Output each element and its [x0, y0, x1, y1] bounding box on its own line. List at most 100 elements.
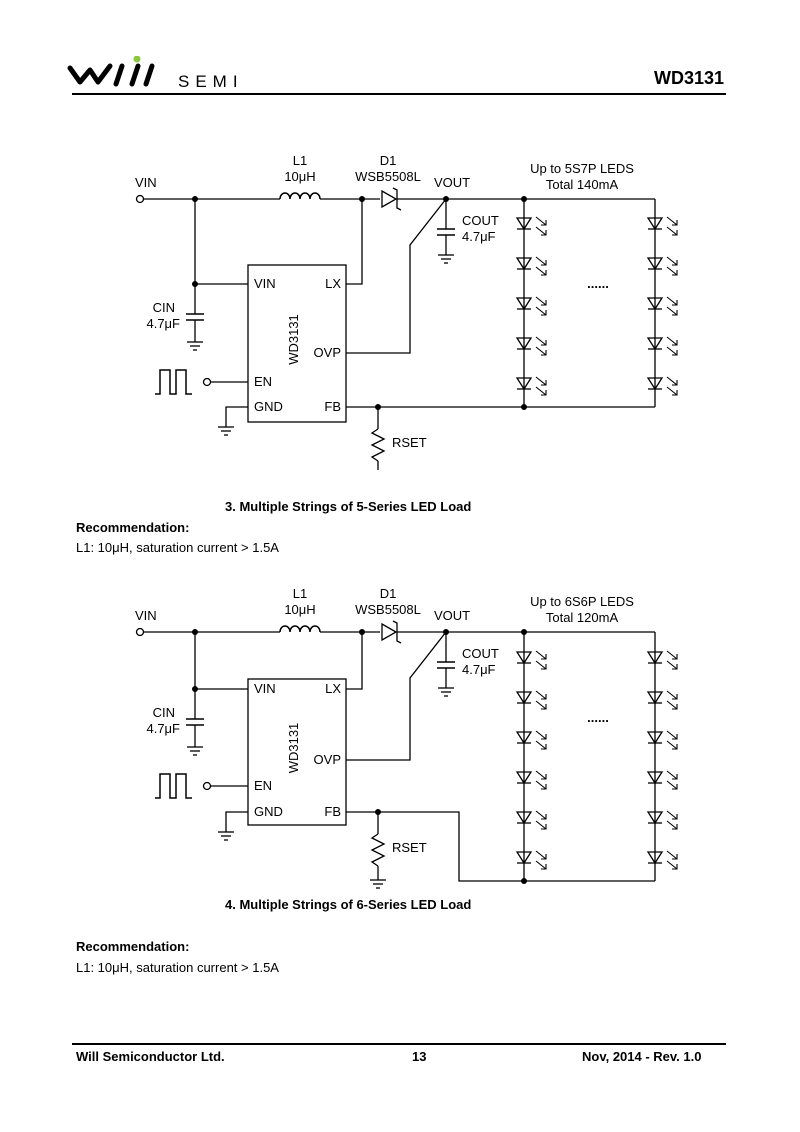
vin-label: VIN	[135, 608, 157, 623]
vin-terminal	[135, 194, 145, 204]
inductor-l1-icon	[279, 625, 321, 633]
rset-label: RSET	[392, 840, 427, 855]
pin-fb-label: FB	[324, 804, 341, 819]
led-icon	[646, 376, 678, 396]
led-icon	[646, 810, 678, 830]
vin-pin-wire	[194, 199, 248, 285]
l1-value: 10μH	[284, 602, 315, 617]
led-icon	[515, 256, 547, 276]
led-array-title: Up to 5S7P LEDS	[530, 161, 634, 176]
led-icon	[515, 770, 547, 790]
led-array-title: Up to 6S6P LEDS	[530, 594, 634, 609]
ellipsis-more-strings: ......	[587, 276, 609, 291]
cout-value: 4.7μF	[462, 662, 496, 677]
ground-icon	[218, 426, 234, 436]
pin-lx-label: LX	[325, 681, 341, 696]
resistor-rset-icon	[370, 833, 386, 867]
led-icon	[646, 216, 678, 236]
recommendation-title-1: Recommendation:	[76, 520, 190, 535]
wd3131-chip	[247, 264, 347, 423]
footer-rule	[72, 1043, 726, 1045]
pin-vin-label: VIN	[254, 681, 276, 696]
lx-wire	[346, 632, 363, 690]
cout-label: COUT	[462, 646, 499, 661]
l1-label: L1	[293, 586, 307, 601]
company-logo	[67, 56, 155, 87]
cout-value: 4.7μF	[462, 229, 496, 244]
fb-return-rail	[378, 811, 655, 882]
led-icon	[646, 296, 678, 316]
d1-label: D1	[380, 586, 397, 601]
pwm-signal-icon	[155, 773, 192, 799]
lx-wire	[346, 199, 363, 285]
ovp-wire	[346, 198, 447, 354]
led-icon	[515, 296, 547, 316]
d1-part-number: WSB5508L	[355, 602, 421, 617]
ellipsis-more-strings: ......	[587, 710, 609, 725]
led-icon	[646, 690, 678, 710]
pin-en-label: EN	[254, 778, 272, 793]
ground-icon	[438, 687, 454, 697]
pin-ovp-label: OVP	[314, 752, 341, 767]
en-terminal	[202, 377, 212, 387]
figure-caption-4: 4. Multiple Strings of 6-Series LED Load	[225, 897, 472, 912]
led-icon	[515, 730, 547, 750]
led-icon	[646, 650, 678, 670]
rset-label: RSET	[392, 435, 427, 450]
led-icon	[515, 810, 547, 830]
pwm-signal-icon	[155, 369, 192, 395]
led-array-current: Total 120mA	[546, 610, 619, 625]
pin-fb-label: FB	[324, 399, 341, 414]
led-icon	[646, 730, 678, 750]
l1-label: L1	[293, 153, 307, 168]
document-title: WD3131	[653, 68, 724, 88]
ground-icon	[187, 341, 203, 351]
recommendation-text-2: L1: 10μH, saturation current > 1.5A	[76, 960, 279, 975]
led-icon	[646, 770, 678, 790]
cin-label: CIN	[153, 300, 175, 315]
led-icon	[515, 650, 547, 670]
ground-icon	[370, 879, 386, 889]
logo-dot-icon	[133, 56, 141, 63]
gnd-wire	[225, 406, 248, 427]
pin-ovp-label: OVP	[314, 345, 341, 360]
diode-d1-icon	[381, 622, 398, 642]
pin-lx-label: LX	[325, 276, 341, 291]
d1-label: D1	[380, 153, 397, 168]
led-array-current: Total 140mA	[546, 177, 619, 192]
pin-gnd-label: GND	[254, 399, 283, 414]
chip-name: WD3131	[286, 723, 301, 774]
diode-d1-icon	[381, 189, 398, 209]
cin-value: 4.7μF	[146, 316, 180, 331]
cout-label: COUT	[462, 213, 499, 228]
led-icon	[515, 216, 547, 236]
d1-part-number: WSB5508L	[355, 169, 421, 184]
footer-company: Will Semiconductor Ltd.	[76, 1049, 225, 1064]
header-rule	[72, 93, 726, 95]
inductor-l1-icon	[279, 192, 321, 200]
chip-name: WD3131	[286, 314, 301, 365]
l1-value: 10μH	[284, 169, 315, 184]
vout-label: VOUT	[434, 608, 470, 623]
ground-icon	[187, 746, 203, 756]
led-icon	[646, 256, 678, 276]
led-icon	[646, 850, 678, 870]
ground-icon	[218, 831, 234, 841]
cin-value: 4.7μF	[146, 721, 180, 736]
led-icon	[515, 850, 547, 870]
led-icon	[515, 690, 547, 710]
gnd-wire	[225, 811, 248, 832]
ovp-wire	[346, 631, 447, 761]
led-icon	[515, 376, 547, 396]
pin-gnd-label: GND	[254, 804, 283, 819]
recommendation-title-2: Recommendation:	[76, 939, 190, 954]
wd3131-chip	[247, 678, 347, 826]
led-icon	[515, 336, 547, 356]
vin-label: VIN	[135, 175, 157, 190]
pin-vin-label: VIN	[254, 276, 276, 291]
ground-icon	[438, 254, 454, 264]
